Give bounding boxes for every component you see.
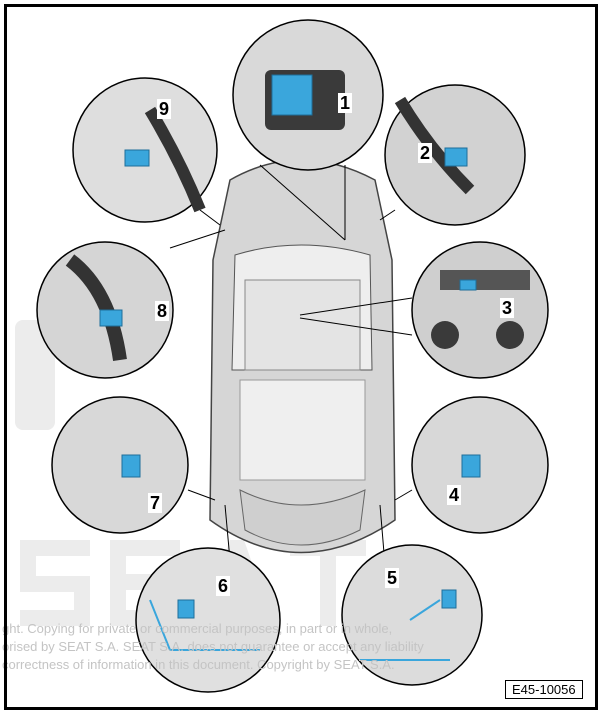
watermark-text-line: ght. Copying for private or commercial p… bbox=[2, 621, 393, 636]
highlighted-components bbox=[99, 74, 481, 661]
callout-8: 8 bbox=[155, 301, 170, 321]
car-top-view bbox=[209, 159, 396, 554]
callout-9: 9 bbox=[157, 99, 172, 119]
callout-6: 6 bbox=[216, 576, 231, 596]
callout-2: 2 bbox=[418, 143, 433, 163]
figure-code: E45-10056 bbox=[505, 680, 583, 699]
callout-3: 3 bbox=[500, 298, 515, 318]
callout-4: 4 bbox=[447, 485, 462, 505]
callout-5: 5 bbox=[385, 568, 400, 588]
leader-lines bbox=[169, 164, 413, 566]
watermark-text-line: orised by SEAT S.A. SEAT S.A. does not g… bbox=[2, 639, 424, 654]
callout-1: 1 bbox=[338, 93, 353, 113]
watermark-text-line: correctness of information in this docum… bbox=[2, 657, 395, 672]
callout-7: 7 bbox=[148, 493, 163, 513]
